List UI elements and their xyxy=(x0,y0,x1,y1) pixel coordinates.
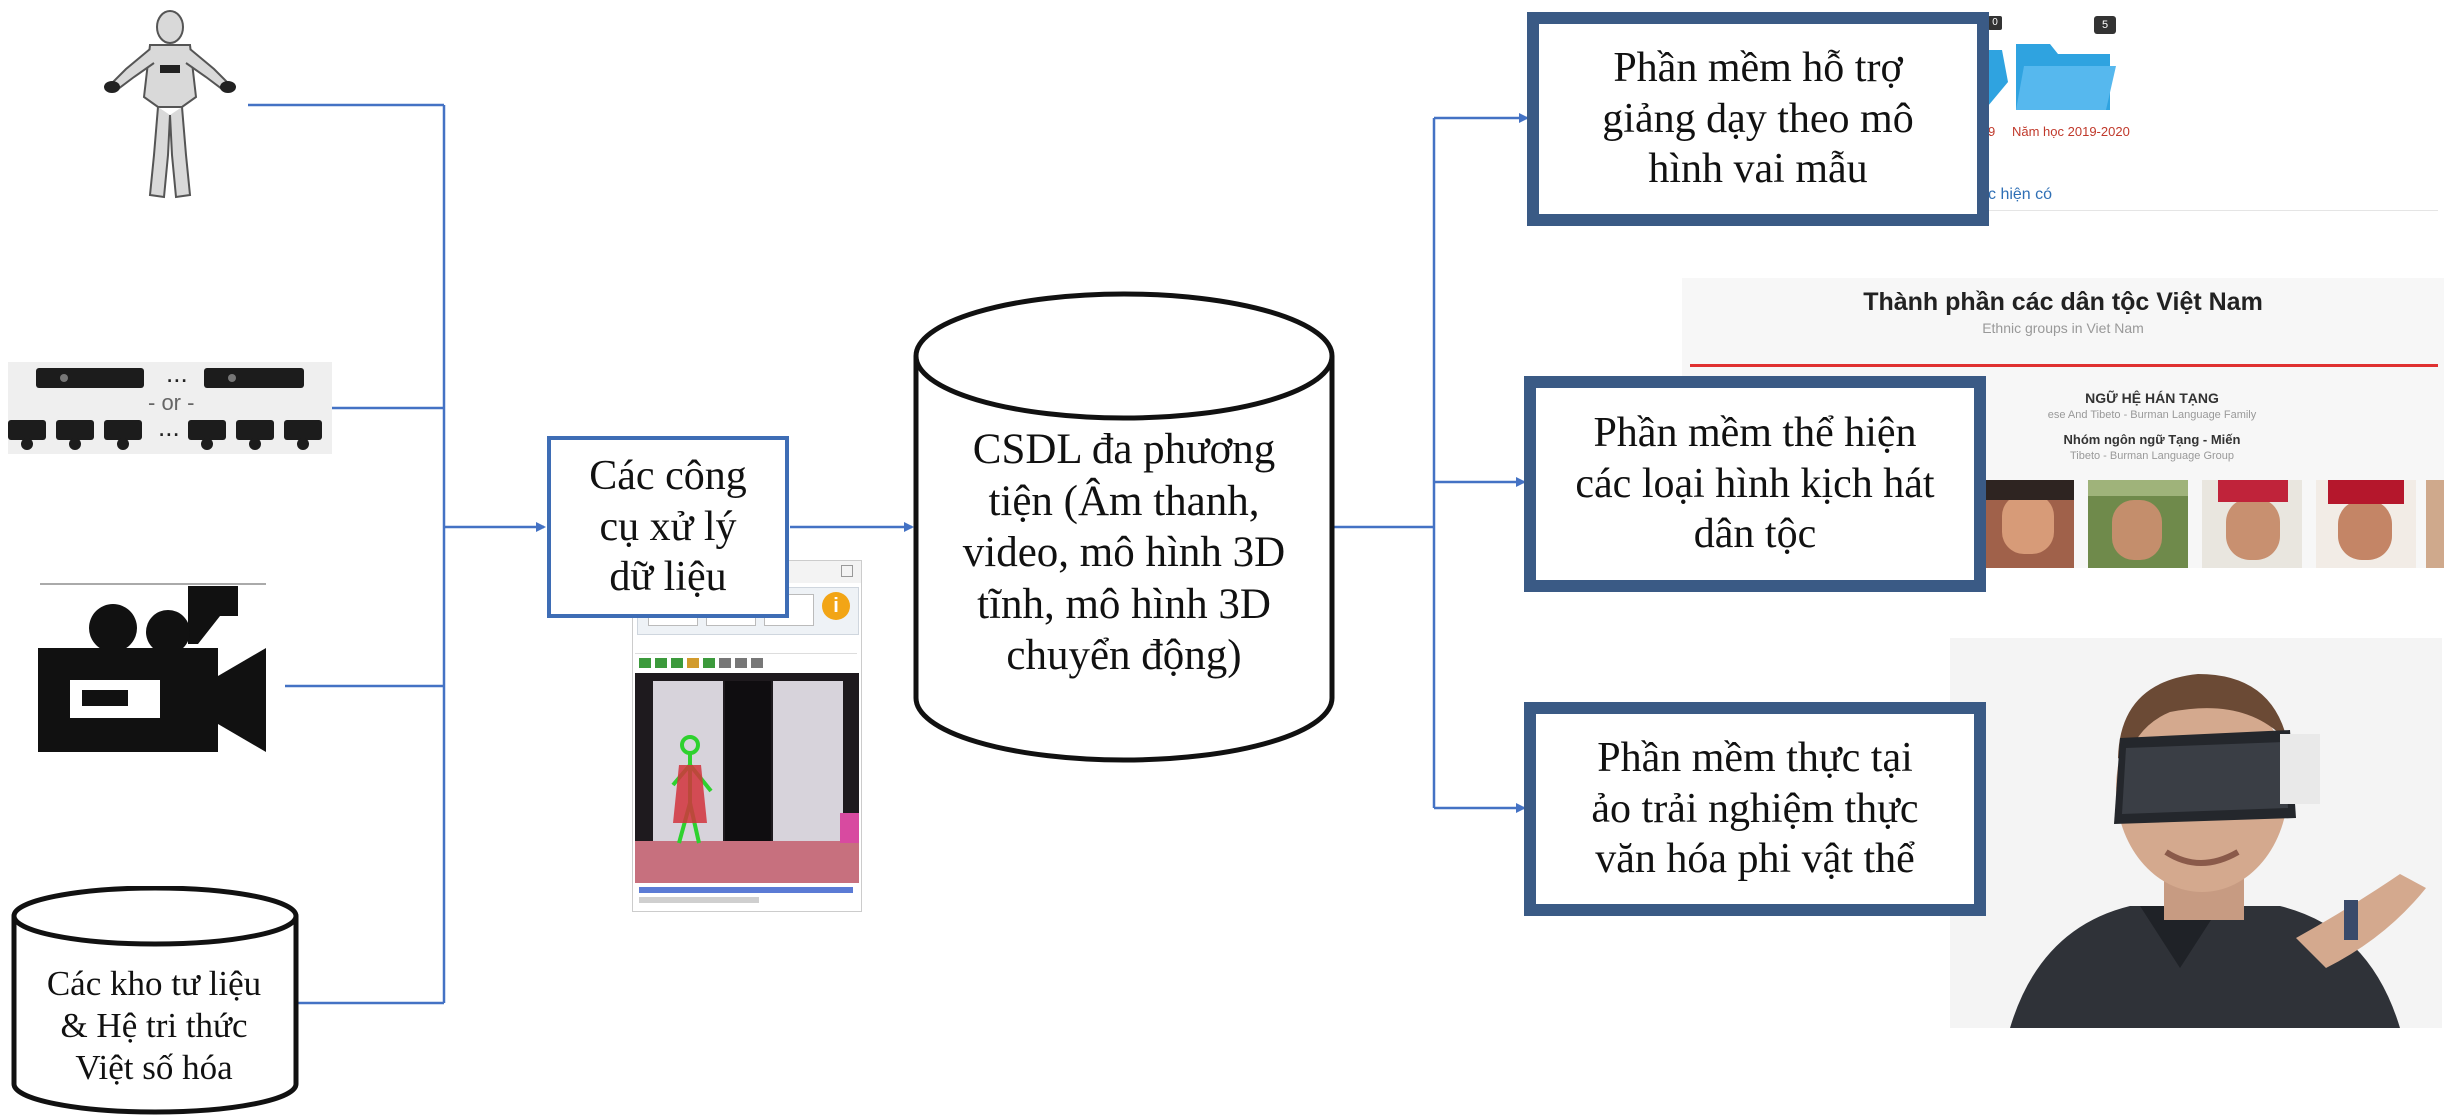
ethnic-group-title: Nhóm ngôn ngữ Tạng - Miến xyxy=(2063,432,2241,447)
ethnic-subtitle: Ethnic groups in Viet Nam xyxy=(1982,320,2144,336)
folder-label-left: 9 xyxy=(1988,124,1996,139)
mocap-timeline-bar xyxy=(639,887,853,893)
ethnic-family-subtitle: ese And Tibeto - Burman Language Family xyxy=(2047,409,2257,421)
database-node-label: CSDL đa phương tiện (Âm thanh, video, mô… xyxy=(962,426,1286,680)
archives-cylinder-shape xyxy=(11,886,299,1115)
folder-screenshot: 0 5 9 Năm học 2019-2020 c hiện có xyxy=(1988,6,2438,211)
mocap-window-control-icon xyxy=(841,565,853,577)
database-cylinder-shape xyxy=(913,291,1335,763)
mocap-info-icon: i xyxy=(822,592,850,620)
ethnic-family-title: NGỮ HỆ HÁN TẠNG xyxy=(2085,390,2219,406)
software-theatre-node: Phần mềm thể hiện các loại hình kịch hát… xyxy=(1524,376,1986,592)
video-camera-icon xyxy=(38,582,268,752)
mocap-stage-view xyxy=(635,673,859,883)
sensor-or-label: - or - xyxy=(148,390,195,415)
sensor-ellipsis-bottom: ... xyxy=(158,412,180,442)
ethnic-red-rule xyxy=(1690,364,2438,367)
folder-label-right: Năm học 2019-2020 xyxy=(2012,124,2130,139)
folder-badge-left: 0 xyxy=(1988,16,2002,30)
mocap-mannequin-icon xyxy=(104,10,236,199)
mocap-inner-window-title xyxy=(635,639,857,654)
mocap-status-bar xyxy=(639,897,759,903)
sensor-array-graphic: ... - or - ... xyxy=(8,358,332,454)
software-role-model-node: Phần mềm hỗ trợ giảng dạy theo mô hình v… xyxy=(1527,12,1989,226)
folder-badge-right: 5 xyxy=(2094,16,2116,34)
ethnic-photo-row xyxy=(1982,480,2444,568)
kinect-sensors-icon xyxy=(8,368,322,450)
ethnic-group-subtitle: Tibeto - Burman Language Group xyxy=(2069,450,2235,462)
software-vr-node: Phần mềm thực tại ảo trải nghiệm thực vă… xyxy=(1524,702,1986,916)
archives-label: Các kho tư liệu & Hệ tri thức Việt số hó… xyxy=(46,964,262,1087)
vr-headset-photo xyxy=(1950,638,2442,1028)
folder-footer-link: c hiện có xyxy=(1988,186,2053,203)
sensor-ellipsis-top: ... xyxy=(166,358,188,388)
mocap-inner-toolbar xyxy=(637,655,855,671)
tools-node: Các công cụ xử lý dữ liệu xyxy=(547,436,789,618)
folder-icon-partial xyxy=(1988,50,2008,106)
folder-icon xyxy=(2016,44,2116,110)
ethnic-title: Thành phần các dân tộc Việt Nam xyxy=(1863,288,2263,316)
